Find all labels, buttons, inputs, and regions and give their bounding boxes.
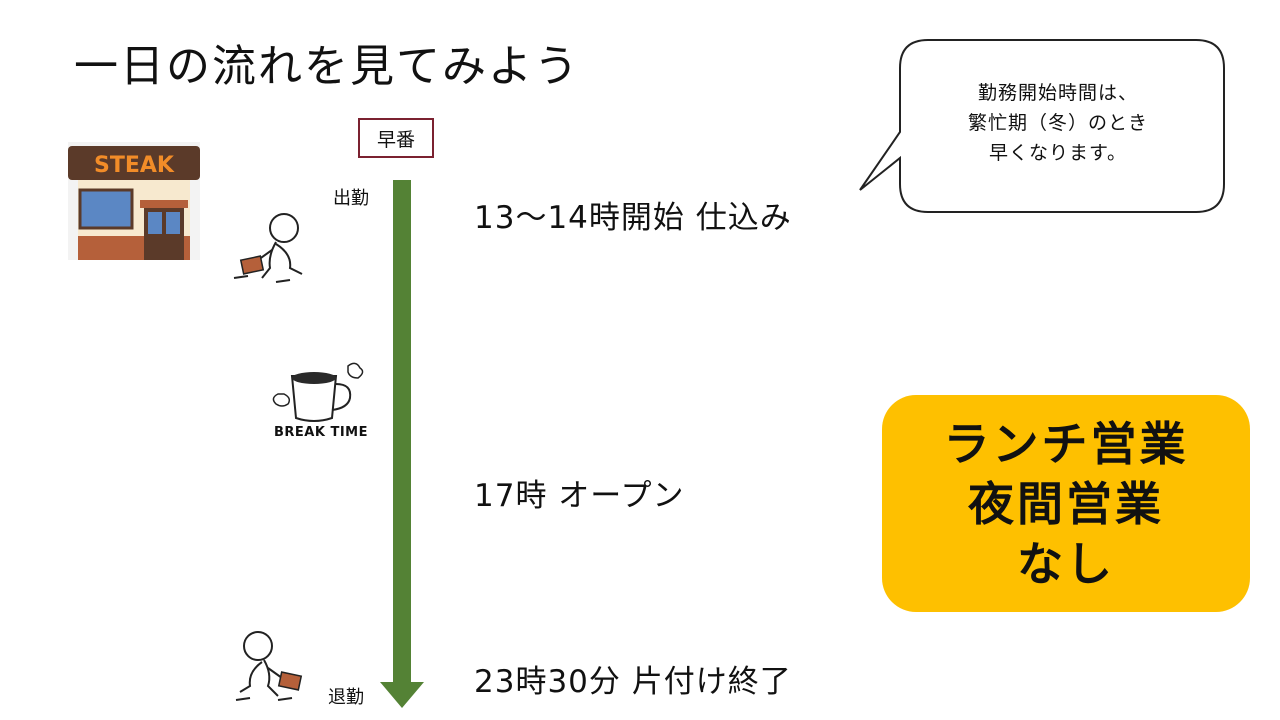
notice-box: ランチ営業 夜間営業 なし (882, 395, 1250, 612)
restaurant-icon: STEAK (68, 142, 200, 260)
timeline-arrow (380, 180, 424, 708)
speech-line: 勤務開始時間は、 (977, 82, 1138, 104)
event-start: 13〜14時開始 仕込み (474, 200, 792, 236)
notice-line: ランチ営業 (943, 416, 1189, 471)
speech-bubble-text: 勤務開始時間は、 繁忙期（冬）のとき 早くなります。 (898, 78, 1218, 168)
restaurant-sign-text: STEAK (94, 153, 175, 178)
clock-out-label: 退勤 (328, 687, 364, 708)
clock-in-label: 出勤 (333, 188, 369, 209)
notice-line: 夜間営業 (968, 476, 1164, 531)
speech-line: 早くなります。 (988, 142, 1128, 164)
notice-line: なし (1017, 536, 1115, 591)
speech-bubble (859, 39, 1225, 213)
speech-line: 繁忙期（冬）のとき (967, 112, 1148, 134)
break-time-label: BREAK TIME (274, 425, 368, 440)
shift-badge: 早番 (358, 118, 434, 158)
event-end: 23時30分 片付け終了 (474, 664, 792, 700)
page-title: 一日の流れを見てみよう (74, 41, 580, 92)
person-leaving-icon (235, 631, 303, 701)
coffee-cup-icon (272, 362, 364, 422)
event-open: 17時 オープン (474, 478, 685, 514)
person-walking-icon (233, 213, 303, 283)
